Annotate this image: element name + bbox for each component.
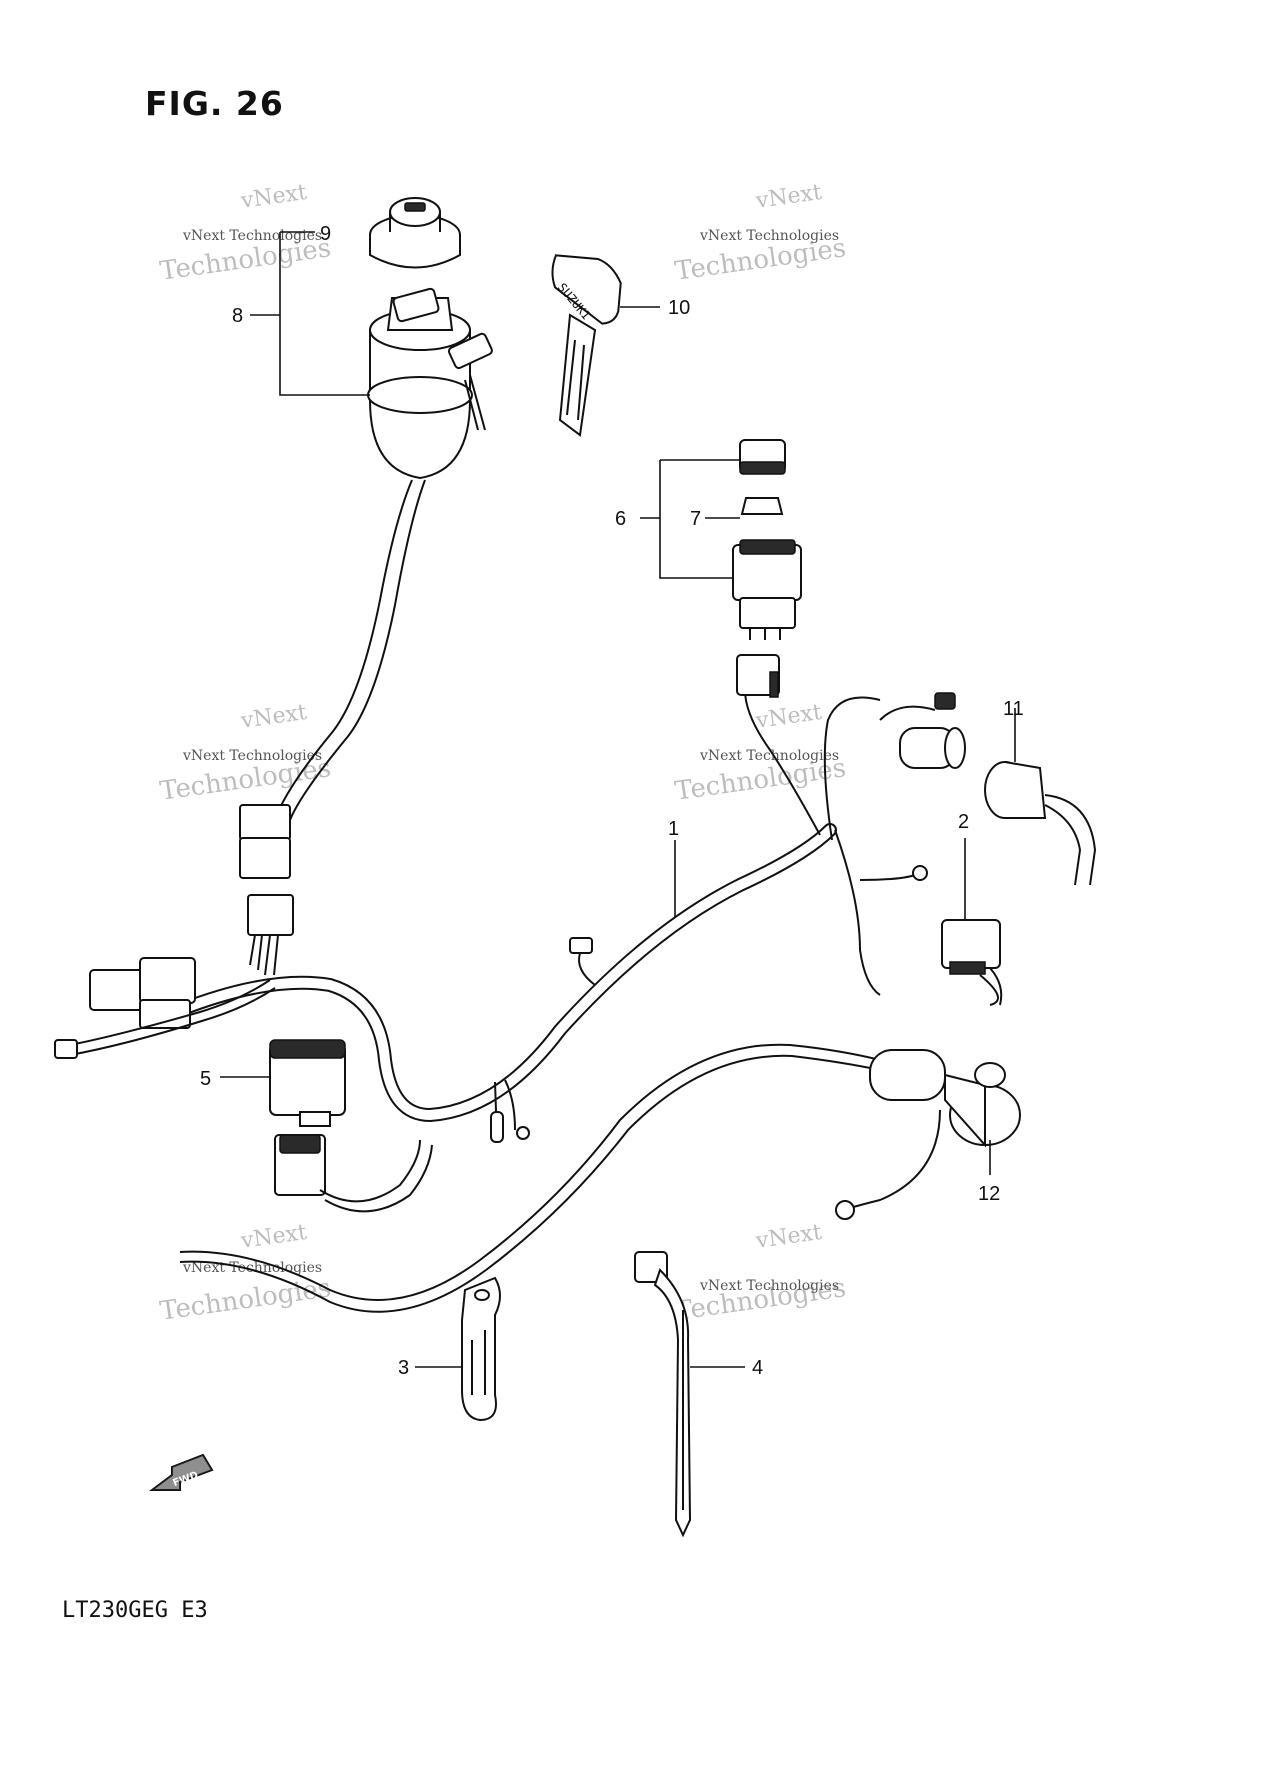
- watermark-line1: vNext: [754, 700, 824, 734]
- part-11-socket: [984, 761, 1097, 886]
- ignition-wire: [274, 479, 413, 821]
- watermark-line1: vNext: [754, 180, 824, 214]
- watermark-line1: vNext: [239, 1220, 309, 1254]
- figure-title: FIG. 26: [145, 84, 284, 123]
- part-2-rectifier: [941, 919, 1003, 1006]
- callout-9: 9: [320, 223, 331, 245]
- fwd-arrow-icon: FWD: [149, 1453, 214, 1491]
- callout-10: 10: [668, 297, 690, 319]
- watermark-small: vNext Technologies: [699, 1278, 839, 1294]
- part-6-starter-relay: [732, 439, 802, 640]
- callout-4: 4: [752, 1357, 763, 1379]
- watermark-line1: vNext: [239, 180, 309, 214]
- watermark-line1: vNext: [754, 1220, 824, 1254]
- callout-7: 7: [690, 508, 701, 530]
- watermark-line1: vNext: [239, 700, 309, 734]
- watermark-small: vNext Technologies: [699, 228, 839, 244]
- callout-1: 1: [668, 818, 679, 840]
- watermark-small: vNext Technologies: [182, 228, 322, 244]
- watermark-small: vNext Technologies: [182, 748, 322, 764]
- lower-connector-assembly: [274, 1134, 433, 1213]
- part-1-wiring-harness: [173, 654, 966, 1123]
- watermark-small: vNext Technologies: [699, 748, 839, 764]
- part-3-clamp: [461, 1276, 501, 1422]
- watermark-bottom-mid: vNext Technologies: [673, 1220, 848, 1327]
- part-9-key-cap: [369, 197, 461, 269]
- part-5-relay: [269, 1039, 346, 1127]
- ignition-wire-outer: [289, 479, 426, 821]
- harness-left-connectors: [54, 957, 276, 1059]
- callout-8: 8: [232, 305, 243, 327]
- leader-lines: [220, 231, 1016, 1368]
- part-10-key: SUZUKI: [551, 254, 622, 437]
- callout-labels: 1 2 3 4 5 6 7 8 9 10 11 12: [200, 223, 1024, 1379]
- callout-6: 6: [615, 508, 626, 530]
- callout-3: 3: [398, 1357, 409, 1379]
- model-code: LT230GEG E3: [62, 1598, 208, 1623]
- callout-12: 12: [978, 1183, 1000, 1205]
- part-12-ignition-coil: [179, 1043, 1021, 1313]
- watermark-group: vNext Technologies vNext Technologies vN…: [158, 180, 848, 1327]
- part-8-ignition-switch: [367, 287, 493, 480]
- part-4-cable-tie: [634, 1251, 692, 1538]
- callout-11: 11: [1003, 698, 1024, 720]
- harness-ground-leads: [490, 1079, 530, 1143]
- ignition-connector: [239, 804, 294, 976]
- callout-5: 5: [200, 1068, 211, 1090]
- harness-small-connector: [569, 937, 596, 986]
- watermark-line2: Technologies: [158, 1273, 333, 1327]
- callout-2: 2: [958, 811, 969, 833]
